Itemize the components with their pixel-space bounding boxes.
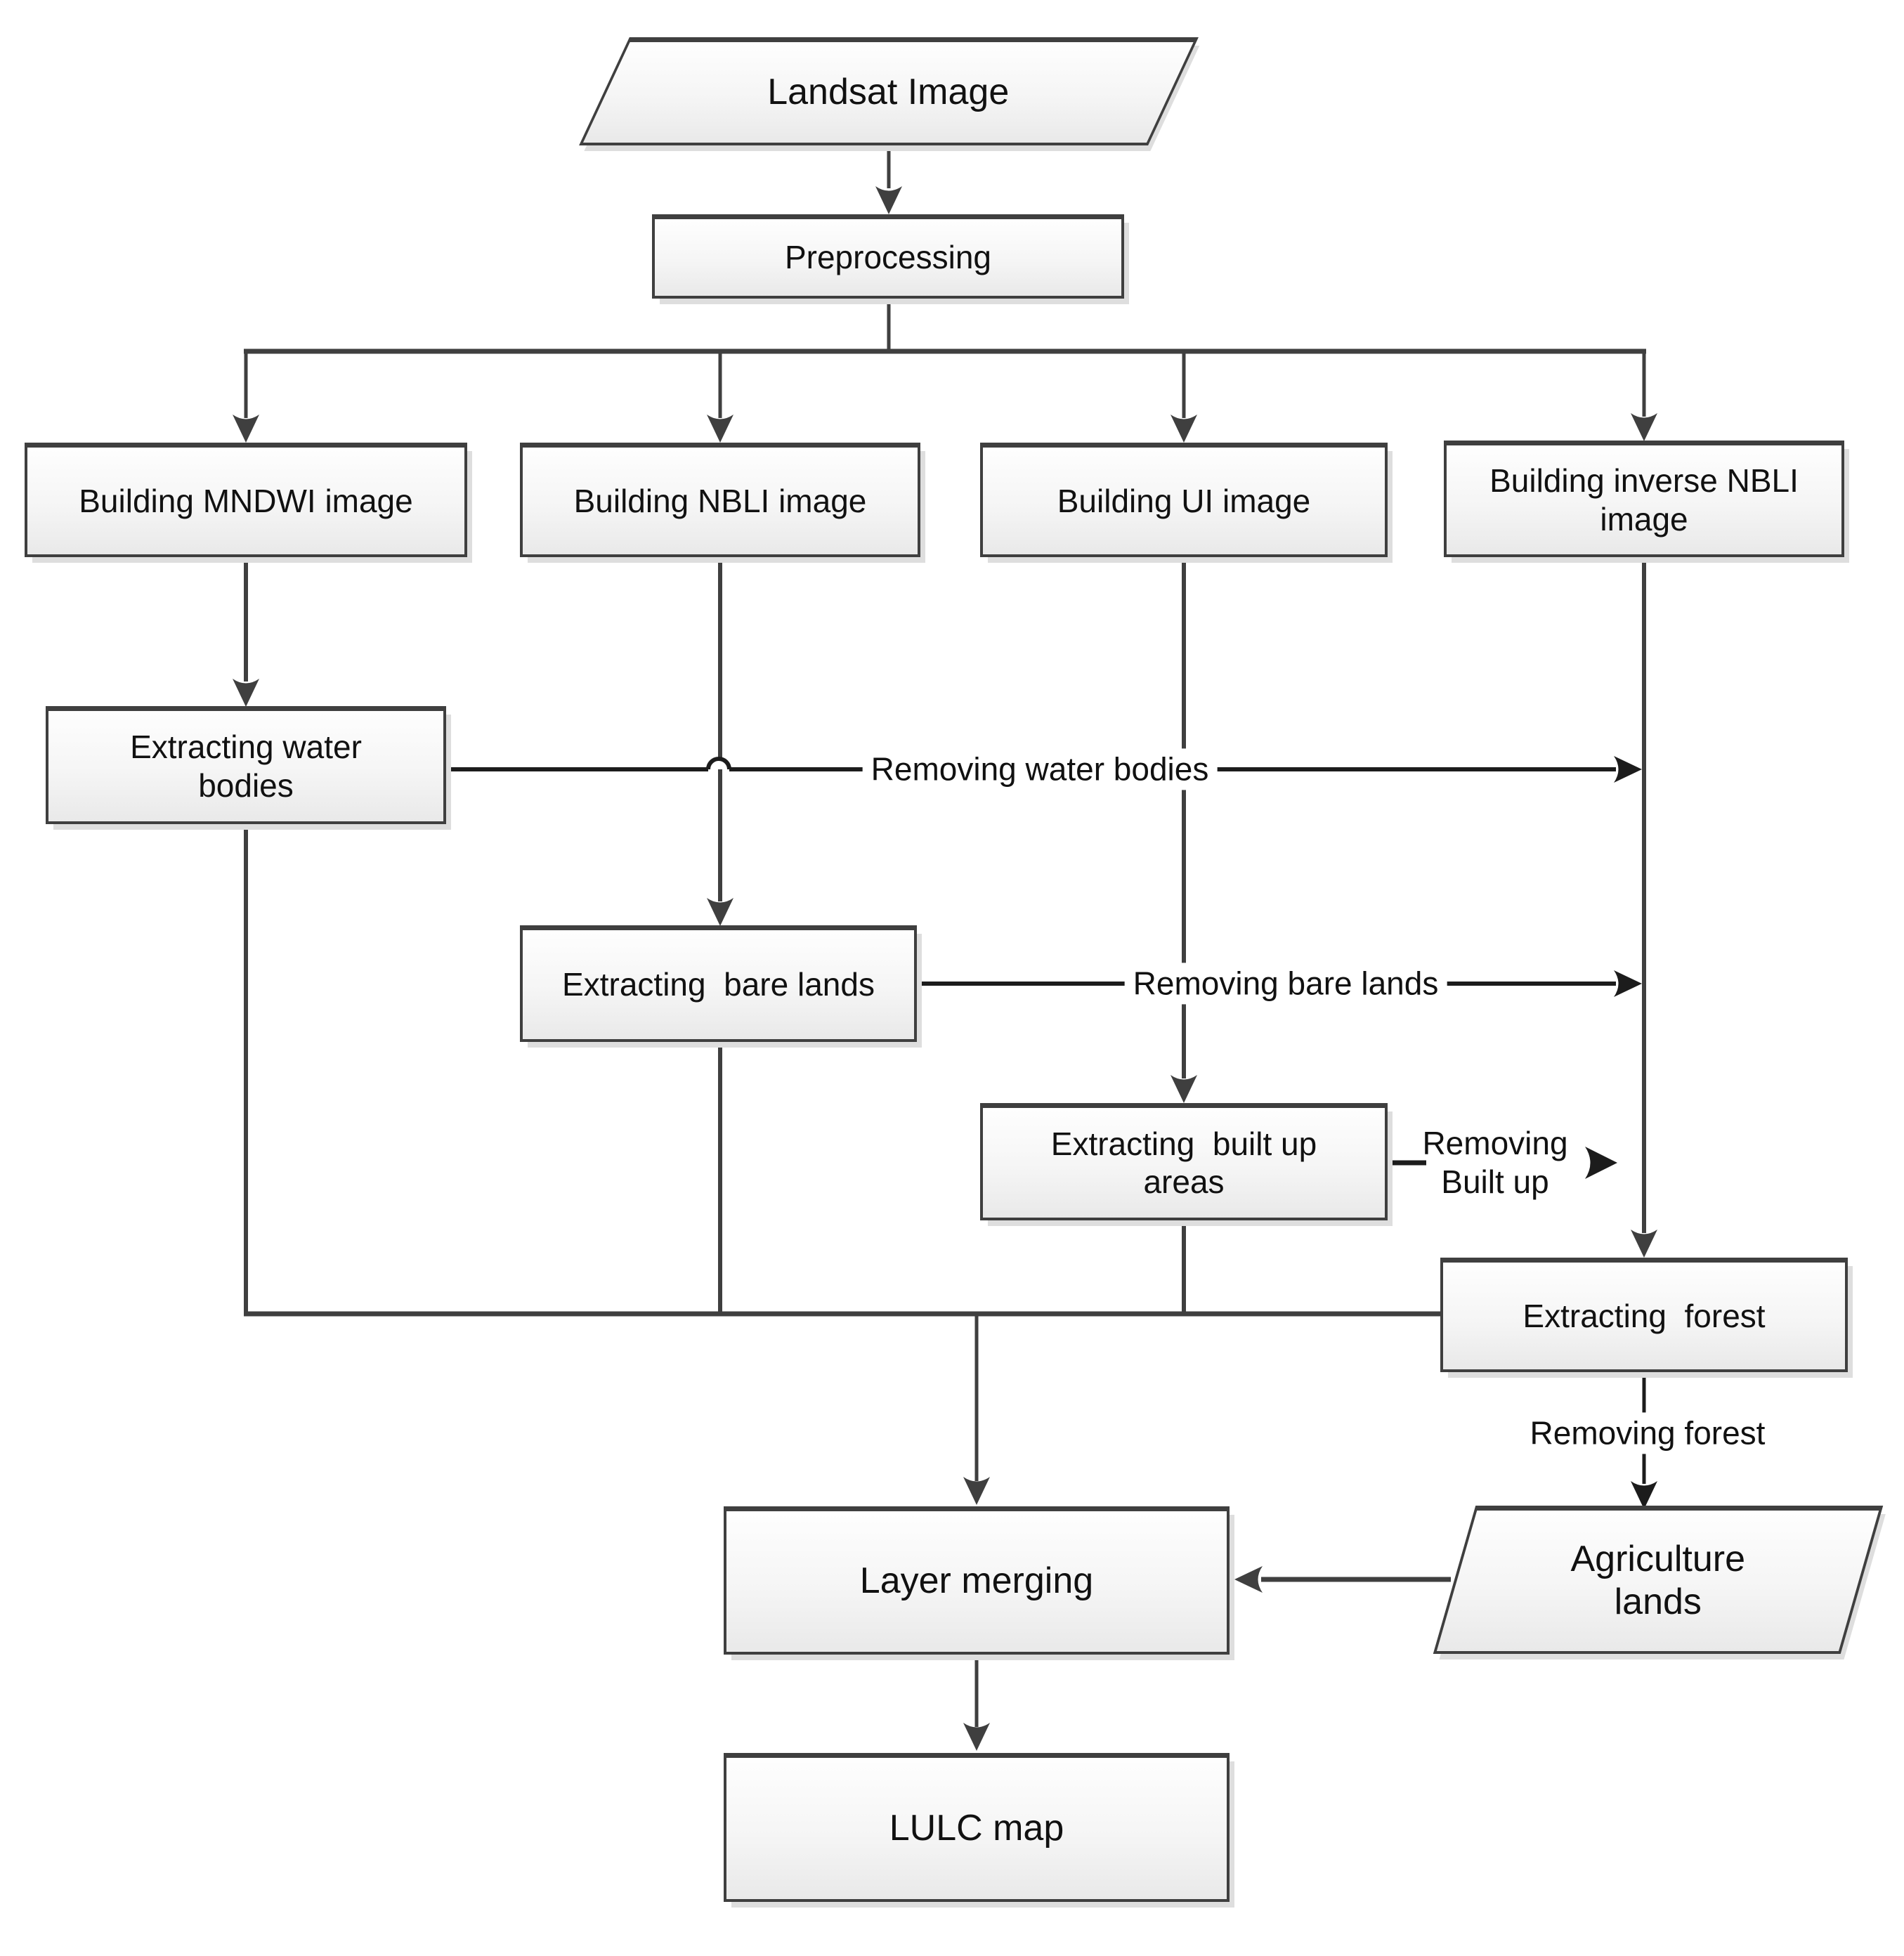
arrowhead-removing-forest — [1631, 1481, 1657, 1509]
gray-flow-lines — [244, 145, 1646, 1727]
arrowhead-nbli — [707, 415, 733, 443]
node-extracting-forest-label: Extracting forest — [1522, 1297, 1766, 1334]
arrowhead-bare — [707, 898, 733, 926]
node-building-nbli-image: Building NBLI image — [520, 443, 920, 557]
node-landsat-image: Landsat Image — [579, 37, 1199, 145]
node-building-inverse-nbli-label: Building inverse NBLI image — [1489, 462, 1799, 537]
node-preprocessing-label: Preprocessing — [784, 239, 992, 276]
node-extracting-bare-label: Extracting bare lands — [562, 966, 875, 1003]
arrowhead-preprocessing — [875, 186, 902, 214]
node-agriculture-lands: Agriculture lands — [1433, 1506, 1884, 1654]
arrowhead-water — [233, 679, 259, 707]
edge-label-removing-water-bodies: Removing water bodies — [862, 748, 1218, 790]
node-building-nbli-label: Building NBLI image — [573, 482, 867, 519]
node-layer-merging: Layer merging — [724, 1506, 1230, 1655]
node-building-ui-image: Building UI image — [980, 443, 1388, 557]
arrowhead-forest — [1631, 1230, 1657, 1258]
arrowhead-layer-merging — [963, 1477, 990, 1505]
node-building-mndwi-image: Building MNDWI image — [25, 443, 467, 557]
edge-label-removing-bare-lands: Removing bare lands — [1124, 963, 1447, 1005]
node-extracting-water-bodies: Extracting water bodies — [46, 706, 446, 824]
node-preprocessing: Preprocessing — [652, 214, 1124, 299]
edge-label-removing-built-up: Removing Built up — [1422, 1124, 1568, 1200]
arrowhead-lulc — [963, 1723, 990, 1751]
arrowhead-mndwi — [233, 415, 259, 443]
arrowhead-builtup — [1171, 1075, 1197, 1103]
node-building-mndwi-label: Building MNDWI image — [79, 482, 413, 519]
line-hop — [706, 757, 731, 770]
node-layer-merging-label: Layer merging — [859, 1560, 1094, 1602]
gray-arrowheads — [233, 186, 1657, 1751]
black-arrowheads — [1585, 756, 1657, 1509]
arrowhead-removing-builtup — [1585, 1147, 1617, 1179]
arrowhead-removing-water — [1614, 756, 1642, 783]
node-extracting-forest: Extracting forest — [1440, 1258, 1848, 1372]
node-extracting-builtup-label: Extracting built up areas — [1050, 1125, 1317, 1200]
arrowhead-inverse-nbli — [1631, 413, 1657, 441]
arrowhead-ui — [1171, 415, 1197, 443]
node-lulc-map-label: LULC map — [889, 1807, 1064, 1849]
node-extracting-built-up-areas: Extracting built up areas — [980, 1103, 1388, 1220]
node-landsat-image-label: Landsat Image — [767, 71, 1010, 112]
node-lulc-map: LULC map — [724, 1753, 1230, 1902]
node-extracting-bare-lands: Extracting bare lands — [520, 925, 917, 1042]
node-building-ui-label: Building UI image — [1057, 482, 1311, 519]
arrowhead-removing-bare — [1614, 970, 1642, 997]
node-agriculture-lands-label: Agriculture lands — [1570, 1538, 1745, 1622]
edge-label-removing-forest: Removing forest — [1521, 1412, 1774, 1454]
node-building-inverse-nbli-image: Building inverse NBLI image — [1444, 441, 1844, 557]
node-extracting-water-label: Extracting water bodies — [130, 729, 362, 804]
arrowhead-into-layer-left — [1234, 1566, 1263, 1593]
